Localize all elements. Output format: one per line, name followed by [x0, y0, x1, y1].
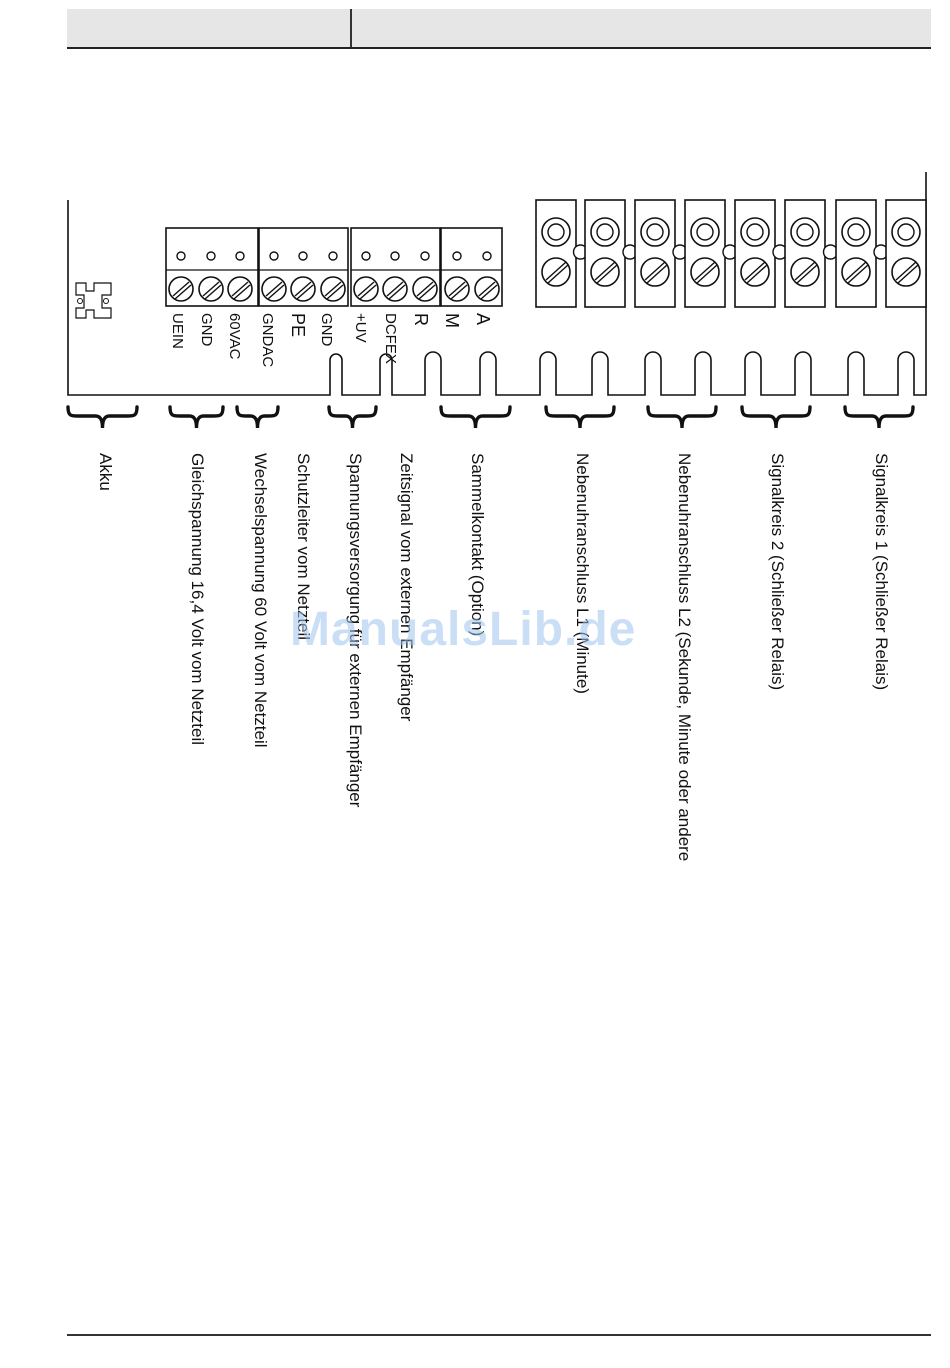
terminal-screw[interactable] [320, 276, 346, 302]
terminal-label-gnd1: GND [198, 313, 215, 347]
terminal-block [350, 227, 441, 307]
relay-screw-top[interactable] [841, 217, 871, 247]
terminal-blocks [165, 227, 503, 307]
header-bar [67, 9, 931, 49]
relay-terminal [885, 199, 927, 308]
terminal-screw[interactable] [412, 276, 438, 302]
terminal-hole [206, 251, 216, 261]
relay-screw-bottom[interactable] [590, 257, 620, 287]
relay-screw-bottom[interactable] [690, 257, 720, 287]
relay-terminal [634, 199, 688, 308]
brace [646, 405, 718, 429]
terminal-hole [452, 251, 462, 261]
relay-screw-bottom[interactable] [740, 257, 770, 287]
terminal-hole [235, 251, 245, 261]
header-divider [350, 9, 352, 47]
brace [544, 405, 616, 429]
relay-screw-bottom[interactable] [640, 257, 670, 287]
relay-screw-top[interactable] [541, 217, 571, 247]
relay-screw-top[interactable] [690, 217, 720, 247]
description-gleich: Gleichspannung 16,4 Volt vom Netzteil [188, 453, 207, 746]
relay-screw-top[interactable] [640, 217, 670, 247]
relay-screw-top[interactable] [740, 217, 770, 247]
relay-terminal [734, 199, 788, 308]
terminal-label-uein: UEIN [169, 313, 186, 349]
terminal-screw[interactable] [382, 276, 408, 302]
description-neben1: Nebenuhranschluss L1 (Minute) [573, 453, 592, 694]
terminal-label-r: R [411, 313, 431, 326]
brace [843, 405, 915, 429]
relay-screw-bottom[interactable] [541, 257, 571, 287]
description-neben2: Nebenuhranschluss L2 (Sekunde, Minute od… [675, 453, 694, 862]
relay-terminals [535, 199, 927, 308]
terminal-label-pe: PE [288, 313, 308, 337]
terminal-hole [361, 251, 371, 261]
brace [439, 405, 512, 429]
terminal-label-m: M [442, 313, 462, 328]
relay-terminal [535, 199, 589, 308]
description-signal1: Signalkreis 1 (Schließer Relais) [872, 453, 891, 691]
terminal-hole [176, 251, 186, 261]
relay-screw-top[interactable] [590, 217, 620, 247]
terminal-label-60vac: 60VAC [226, 313, 243, 360]
terminal-hole [298, 251, 308, 261]
description-akku: Akku [96, 453, 115, 491]
brace [327, 405, 378, 429]
brace [235, 405, 280, 429]
terminal-screw[interactable] [353, 276, 379, 302]
relay-screw-bottom[interactable] [841, 257, 871, 287]
brace-markers [66, 405, 915, 429]
terminal-screw[interactable] [227, 276, 253, 302]
relay-terminal [684, 199, 738, 308]
terminal-screw[interactable] [290, 276, 316, 302]
terminal-hole [390, 251, 400, 261]
relay-screw-top[interactable] [790, 217, 820, 247]
description-signal2: Signalkreis 2 (Schließer Relais) [768, 453, 787, 691]
terminal-hole [482, 251, 492, 261]
board-outline [67, 172, 927, 396]
terminal-label-a: A [473, 313, 493, 325]
terminal-screw[interactable] [444, 276, 470, 302]
relay-terminal [835, 199, 889, 308]
description-zeitsignal: Zeitsignal vom externen Empfänger [397, 453, 416, 722]
terminal-hole [420, 251, 430, 261]
terminal-label-uv: +UV [352, 313, 369, 343]
terminal-screw[interactable] [474, 276, 500, 302]
terminal-screw[interactable] [168, 276, 194, 302]
terminal-block [258, 227, 349, 307]
brace [740, 405, 812, 429]
terminal-hole [269, 251, 279, 261]
terminal-screw[interactable] [261, 276, 287, 302]
description-wechsel: Wechselspannung 60 Volt vom Netzteil [251, 453, 270, 748]
relay-terminal [584, 199, 638, 308]
terminal-block [440, 227, 503, 307]
relay-screw-top[interactable] [891, 217, 921, 247]
battery-jumper [75, 282, 112, 319]
relay-screw-bottom[interactable] [891, 257, 921, 287]
watermark: ManualsLib.de [290, 603, 637, 656]
relay-terminal [784, 199, 839, 308]
terminal-label-gnd2: GND [318, 313, 335, 347]
terminal-label-gndac: GNDAC [259, 313, 276, 367]
brace [66, 405, 139, 429]
terminal-screw[interactable] [198, 276, 224, 302]
terminal-block [165, 227, 259, 307]
brace [168, 405, 225, 429]
terminal-hole [328, 251, 338, 261]
terminal-label-dcfex: DCFEX [382, 313, 399, 364]
footer-line [67, 1334, 931, 1336]
relay-screw-bottom[interactable] [790, 257, 820, 287]
